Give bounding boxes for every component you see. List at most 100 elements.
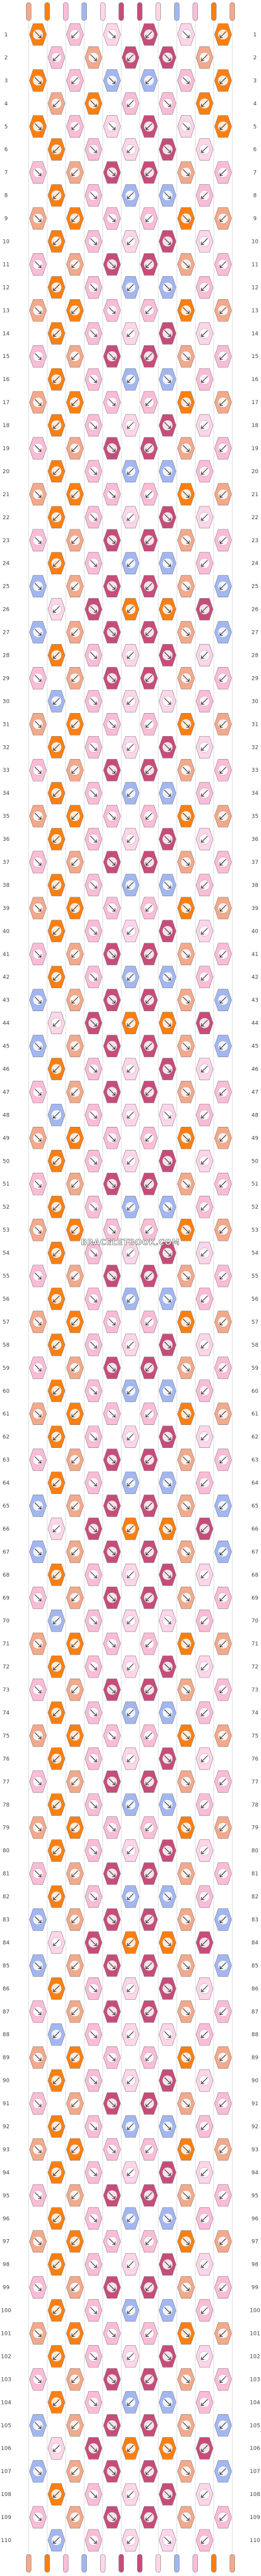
knot-arrow-icon bbox=[145, 399, 152, 406]
knot-arrow-icon bbox=[71, 766, 78, 774]
knot-arrow-icon bbox=[183, 215, 190, 222]
row-number: 73 bbox=[2, 1687, 9, 1693]
knot-arrow-icon bbox=[164, 1203, 171, 1210]
knot-arrow-icon bbox=[71, 1089, 78, 1096]
knot-arrow-icon bbox=[109, 123, 116, 130]
knot-arrow-icon bbox=[201, 1571, 208, 1578]
string-end-top bbox=[211, 2, 217, 21]
knot-arrow-icon bbox=[35, 583, 42, 590]
knot-arrow-icon bbox=[219, 1180, 226, 1187]
row-number: 59 bbox=[251, 1366, 259, 1372]
knot-arrow-icon bbox=[145, 2146, 152, 2153]
row-number: 1 bbox=[4, 32, 8, 38]
knot-arrow-icon bbox=[127, 2491, 134, 2498]
row-number: 13 bbox=[251, 308, 258, 314]
row-number: 26 bbox=[2, 607, 10, 613]
knot-arrow-icon bbox=[71, 583, 78, 590]
knot-arrow-icon bbox=[219, 1824, 226, 1831]
knot-arrow-icon bbox=[219, 1456, 226, 1464]
knot-arrow-icon bbox=[164, 2169, 171, 2176]
knot-arrow-icon bbox=[109, 1962, 116, 1969]
string-end-top bbox=[137, 2, 143, 21]
knot-arrow-icon bbox=[145, 1732, 152, 1739]
knot-arrow-icon bbox=[35, 2192, 42, 2199]
row-number: 105 bbox=[1, 2423, 11, 2429]
knot-arrow-icon bbox=[201, 652, 208, 659]
row-number: 31 bbox=[251, 722, 258, 728]
knot-arrow-icon bbox=[71, 1594, 78, 1601]
knot-arrow-icon bbox=[90, 1341, 97, 1349]
row-number: 48 bbox=[251, 1112, 259, 1118]
knot-arrow-icon bbox=[90, 146, 97, 153]
knot-arrow-icon bbox=[219, 2330, 226, 2337]
knot-arrow-icon bbox=[90, 1387, 97, 1395]
knot-arrow-icon bbox=[90, 2261, 97, 2268]
knot-arrow-icon bbox=[201, 376, 208, 383]
knot-arrow-icon bbox=[109, 1410, 116, 1418]
knot-arrow-icon bbox=[183, 1962, 190, 1969]
knot-arrow-icon bbox=[127, 2353, 134, 2360]
row-number: 92 bbox=[2, 2124, 9, 2130]
row-number: 33 bbox=[2, 768, 9, 774]
knot-arrow-icon bbox=[71, 1962, 78, 1969]
knot-arrow-icon bbox=[219, 1778, 226, 1785]
row-number: 72 bbox=[251, 1664, 258, 1670]
knot-arrow-icon bbox=[53, 1663, 60, 1670]
knot-arrow-icon bbox=[109, 2192, 116, 2199]
knot-arrow-icon bbox=[90, 1479, 97, 1487]
knot-arrow-icon bbox=[164, 1433, 171, 1441]
knot-arrow-icon bbox=[183, 1640, 190, 1647]
knot-arrow-icon bbox=[145, 261, 152, 268]
knot-arrow-icon bbox=[53, 1571, 60, 1578]
knot-arrow-icon bbox=[183, 905, 190, 912]
knot-arrow-icon bbox=[219, 1410, 226, 1418]
knot-arrow-icon bbox=[53, 1020, 60, 1027]
row-number: 29 bbox=[251, 676, 259, 682]
row-number: 61 bbox=[251, 1412, 258, 1418]
knot-arrow-icon bbox=[164, 1571, 171, 1578]
knot-arrow-icon bbox=[145, 1870, 152, 1877]
knot-arrow-icon bbox=[201, 1709, 208, 1716]
knot-arrow-icon bbox=[183, 1548, 190, 1555]
knot-arrow-icon bbox=[109, 399, 116, 406]
knot-arrow-icon bbox=[145, 905, 152, 912]
knot-arrow-icon bbox=[164, 238, 171, 245]
string-ends-bottom bbox=[25, 2554, 236, 2573]
knot-arrow-icon bbox=[145, 491, 152, 498]
knot-arrow-icon bbox=[201, 743, 208, 751]
knot-arrow-icon bbox=[53, 835, 60, 843]
knot-arrow-icon bbox=[90, 1203, 97, 1210]
knot-arrow-icon bbox=[35, 1134, 42, 1141]
knot-arrow-icon bbox=[71, 905, 78, 912]
row-number: 36 bbox=[2, 837, 10, 843]
knot-arrow-icon bbox=[53, 1249, 60, 1256]
knot-arrow-icon bbox=[145, 169, 152, 176]
knot-arrow-icon bbox=[219, 307, 226, 314]
knot-arrow-icon bbox=[71, 1732, 78, 1739]
knot-arrow-icon bbox=[53, 1433, 60, 1441]
row-number: 77 bbox=[2, 1779, 9, 1785]
knot-arrow-icon bbox=[127, 330, 134, 337]
knot-arrow-icon bbox=[183, 2100, 190, 2107]
knot-arrow-icon bbox=[183, 2375, 190, 2383]
knot-arrow-icon bbox=[71, 2238, 78, 2245]
knot-arrow-icon bbox=[109, 215, 116, 222]
knot-arrow-icon bbox=[219, 1089, 226, 1096]
row-number: 10 bbox=[251, 239, 259, 245]
row-number: 50 bbox=[251, 1158, 259, 1164]
knot-arrow-icon bbox=[127, 1295, 134, 1303]
row-number: 23 bbox=[2, 538, 9, 544]
knot-arrow-icon bbox=[71, 537, 78, 544]
knot-arrow-icon bbox=[219, 77, 226, 84]
knot-arrow-icon bbox=[127, 928, 134, 935]
knot-arrow-icon bbox=[164, 2353, 171, 2360]
knot-arrow-icon bbox=[164, 1847, 171, 1854]
knot-arrow-icon bbox=[183, 766, 190, 774]
row-number: 38 bbox=[2, 883, 10, 889]
knot-arrow-icon bbox=[183, 675, 190, 682]
knot-arrow-icon bbox=[109, 1089, 116, 1096]
knot-arrow-icon bbox=[201, 2537, 208, 2544]
knot-arrow-icon bbox=[219, 1640, 226, 1647]
knot-arrow-icon bbox=[35, 1456, 42, 1464]
knot-arrow-icon bbox=[145, 812, 152, 820]
